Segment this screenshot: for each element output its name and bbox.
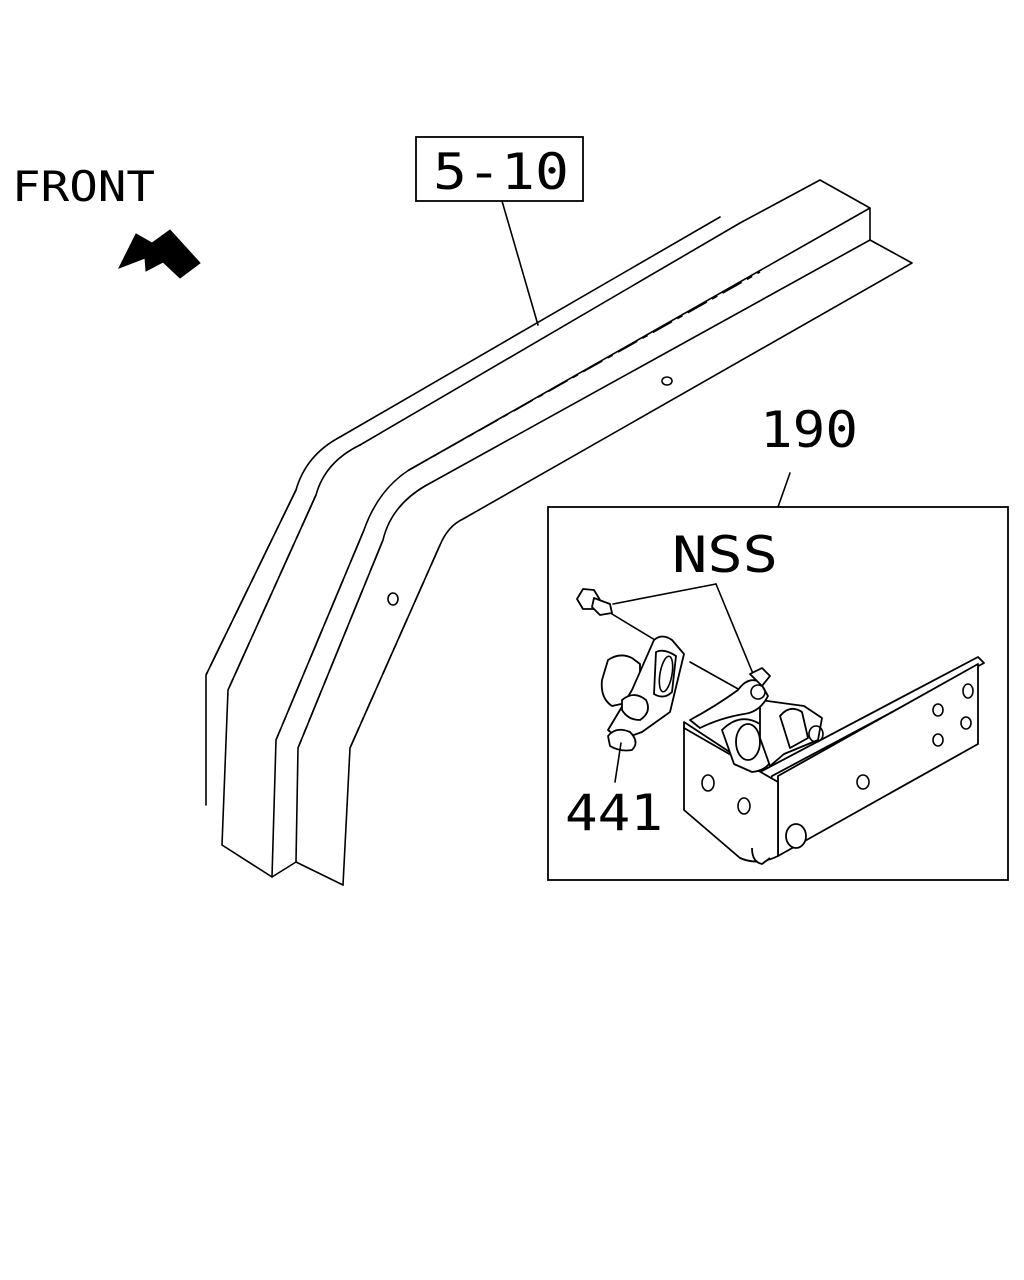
bolt <box>576 588 656 641</box>
part-441-label: 441 <box>565 784 663 842</box>
frame-rail <box>205 179 913 886</box>
front-label: FRONT <box>12 162 155 211</box>
nss-leader-lines <box>612 583 757 682</box>
part-441-leader-line <box>614 742 622 783</box>
mounting-bracket <box>683 656 985 865</box>
detail-box <box>547 506 1009 881</box>
assembly-190-leader-line <box>777 472 791 508</box>
nss-label: NSS <box>672 526 778 584</box>
reference-box: 5-10 <box>415 136 584 202</box>
reference-box-label: 5-10 <box>433 143 569 201</box>
assembly-190-label: 190 <box>760 401 858 459</box>
bracket-441 <box>600 635 741 752</box>
reference-leader-line <box>501 200 539 326</box>
front-arrow-icon <box>117 229 201 279</box>
